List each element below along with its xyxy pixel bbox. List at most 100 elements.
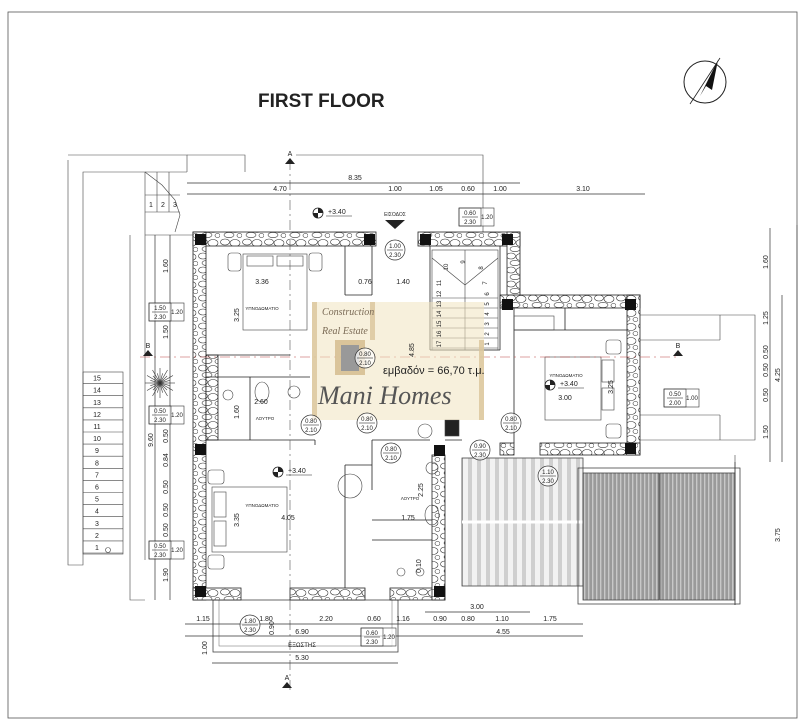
opening-tag: 0.502.301.20: [148, 540, 185, 560]
opening-height: 2.30: [244, 628, 256, 634]
stair-step-number: 6: [485, 292, 491, 296]
opening-tag: 0.802.10: [380, 442, 402, 464]
dimension-label: 0.50: [163, 429, 170, 443]
dimension-label: 1.00: [388, 186, 402, 193]
level-label: +3.40: [288, 468, 306, 475]
room-label-balcony: ΕΞΩΣΤΗΣ: [288, 643, 316, 649]
stair-step-number: 2: [95, 533, 99, 540]
dimension-label: 1.50: [163, 325, 170, 339]
louvre-panel-right: [659, 472, 736, 601]
north-arrow-icon: [683, 57, 727, 105]
room-label-bathroom: ΛΟΥΤΡΟ: [256, 416, 275, 421]
dimension-label: 1.40: [396, 279, 410, 286]
opening-width: 1.50: [154, 306, 166, 312]
opening-height: 2.30: [542, 479, 554, 485]
opening-width: 0.80: [361, 417, 373, 423]
dimension-label: 0.50: [163, 523, 170, 537]
stair-step-number: 8: [479, 266, 485, 270]
room-label-bedroom: ΥΠΝΟΔΩΜΑΤΙΟ: [549, 373, 583, 378]
opening-width: 0.50: [154, 544, 166, 550]
room-label-entrance: ΕΙΣΟΔΟΣ: [384, 212, 406, 218]
opening-width: 0.50: [669, 392, 681, 398]
section-mark-label: A: [288, 151, 293, 158]
section-marker-icon: [673, 350, 683, 356]
opening-height: 2.10: [361, 426, 373, 432]
dimension-label: 1.60: [234, 405, 241, 419]
opening-tag: 0.80 2.10: [356, 412, 378, 434]
dimension-label: 1.75: [543, 616, 557, 623]
opening-sill-height: 1.20: [171, 413, 183, 419]
stair-step-number: 15: [437, 320, 443, 327]
dimension-label: 3.36: [255, 279, 269, 286]
section-marker-icon: [285, 158, 295, 164]
entrance-arrow-icon: [385, 220, 405, 229]
opening-tag: 0.802.10: [500, 412, 522, 434]
dimension-label: 4.05: [281, 515, 295, 522]
opening-width: 0.80: [305, 419, 317, 425]
dimension-label: 3.25: [608, 380, 615, 394]
stair-step-number: 1: [485, 342, 491, 346]
stair-step-number: 9: [461, 260, 467, 264]
opening-height: 2.10: [505, 426, 517, 432]
stair-step-number: 12: [93, 412, 101, 419]
opening-sill-height: 1.20: [383, 635, 395, 641]
opening-sill-height: 1.20: [171, 310, 183, 316]
section-mark-label: B: [146, 343, 151, 350]
dimension-label: 4.25: [775, 368, 782, 382]
dimension-label: 0.76: [358, 279, 372, 286]
stair-step-number: 10: [444, 263, 450, 270]
opening-height: 2.30: [474, 453, 486, 459]
dimension-label: 5.30: [295, 655, 309, 662]
stair-step-number: 4: [485, 312, 491, 316]
opening-tag: 0.602.301.20: [360, 627, 397, 647]
dimension-label: 3.10: [576, 186, 590, 193]
opening-height: 2.30: [154, 315, 166, 321]
stair-step-number: 5: [95, 497, 99, 504]
opening-width: 1.10: [542, 470, 554, 476]
tree-icon: [145, 368, 175, 398]
columns: [195, 234, 636, 597]
dimension-label: 2.60: [254, 399, 268, 406]
dimension-label: 1.16: [396, 616, 410, 623]
dimension-label: 3.25: [234, 308, 241, 322]
stair-step-number: 1: [149, 202, 153, 209]
plan-title: FIRST FLOOR: [258, 91, 385, 112]
dimension-label: 2.20: [319, 616, 333, 623]
stair-step-number: 1: [95, 545, 99, 552]
dimension-label: 0.90: [269, 621, 276, 635]
opening-width: 0.50: [154, 409, 166, 415]
stair-step-number: 14: [93, 388, 101, 395]
stone-walls: [192, 231, 641, 601]
dimension-label: 1.15: [196, 616, 210, 623]
dimension-label: 0.50: [763, 388, 770, 402]
opening-width: 0.80: [359, 352, 371, 358]
dimension-label: 0.10: [416, 559, 423, 573]
dimension-label: 3.75: [775, 528, 782, 542]
opening-tag: 1.002.30: [384, 239, 406, 261]
dimension-label: 1.50: [763, 425, 770, 439]
stair-step-number: 16: [437, 330, 443, 337]
dimension-label: 1.25: [763, 311, 770, 325]
dimension-label: 0.50: [763, 363, 770, 377]
opening-width: 1.80: [244, 619, 256, 625]
opening-sill-height: 1.20: [481, 215, 493, 221]
dimension-label: 4.85: [409, 343, 416, 357]
dimension-label: 0.60: [367, 616, 381, 623]
dimension-label: 1.60: [163, 259, 170, 273]
watermark-brand: Mani Homes: [317, 381, 452, 410]
stair-step-number: 2: [485, 332, 491, 336]
exterior-stair: [82, 171, 181, 555]
dimension-label: 9.60: [148, 433, 155, 447]
opening-tag: 0.502.001.00: [663, 388, 700, 408]
dimension-label: 0.60: [461, 186, 475, 193]
dimension-label: 0.90: [433, 616, 447, 623]
dimension-label: 1.90: [163, 568, 170, 582]
level-label: +3.40: [560, 381, 578, 388]
section-marker-icon: [143, 350, 153, 356]
dimension-label: 1.00: [493, 186, 507, 193]
dimension-label: 1.00: [202, 641, 209, 655]
dimension-label: 8.35: [348, 175, 362, 182]
stair-step-number: 10: [93, 436, 101, 443]
opening-width: 0.60: [464, 211, 476, 217]
